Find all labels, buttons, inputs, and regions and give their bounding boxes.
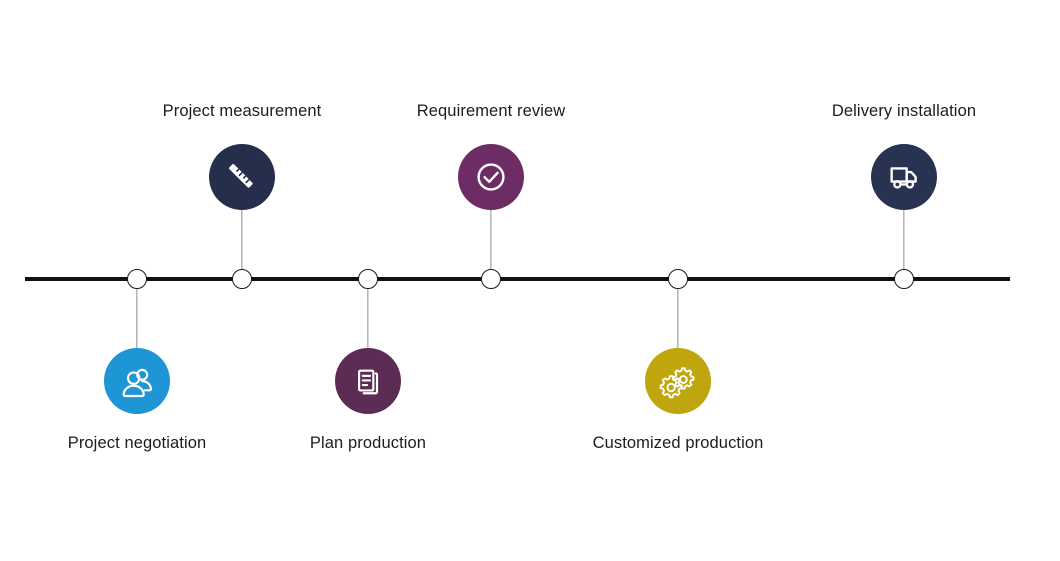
connector-line [677,279,679,348]
timeline-node-5[interactable] [668,269,688,289]
connector-line [136,279,138,348]
gears-icon[interactable] [645,348,711,414]
connector-line [490,210,492,279]
documents-icon[interactable] [335,348,401,414]
step-label-6: Delivery installation [831,102,977,120]
step-label-2: Project measurement [162,102,322,120]
step-label-4: Requirement review [416,102,566,120]
timeline-axis [25,277,1010,281]
timeline-node-3[interactable] [358,269,378,289]
pencil-ruler-icon[interactable] [209,144,275,210]
timeline-node-4[interactable] [481,269,501,289]
timeline-node-6[interactable] [894,269,914,289]
delivery-truck-icon[interactable] [871,144,937,210]
users-group-icon[interactable] [104,348,170,414]
step-label-1: Project negotiation [67,434,207,452]
step-label-5: Customized production [592,434,764,452]
check-circle-icon[interactable] [458,144,524,210]
timeline-node-1[interactable] [127,269,147,289]
timeline-node-2[interactable] [232,269,252,289]
connector-line [241,210,243,279]
connector-line [903,210,905,279]
step-label-3: Plan production [309,434,427,452]
connector-line [367,279,369,348]
